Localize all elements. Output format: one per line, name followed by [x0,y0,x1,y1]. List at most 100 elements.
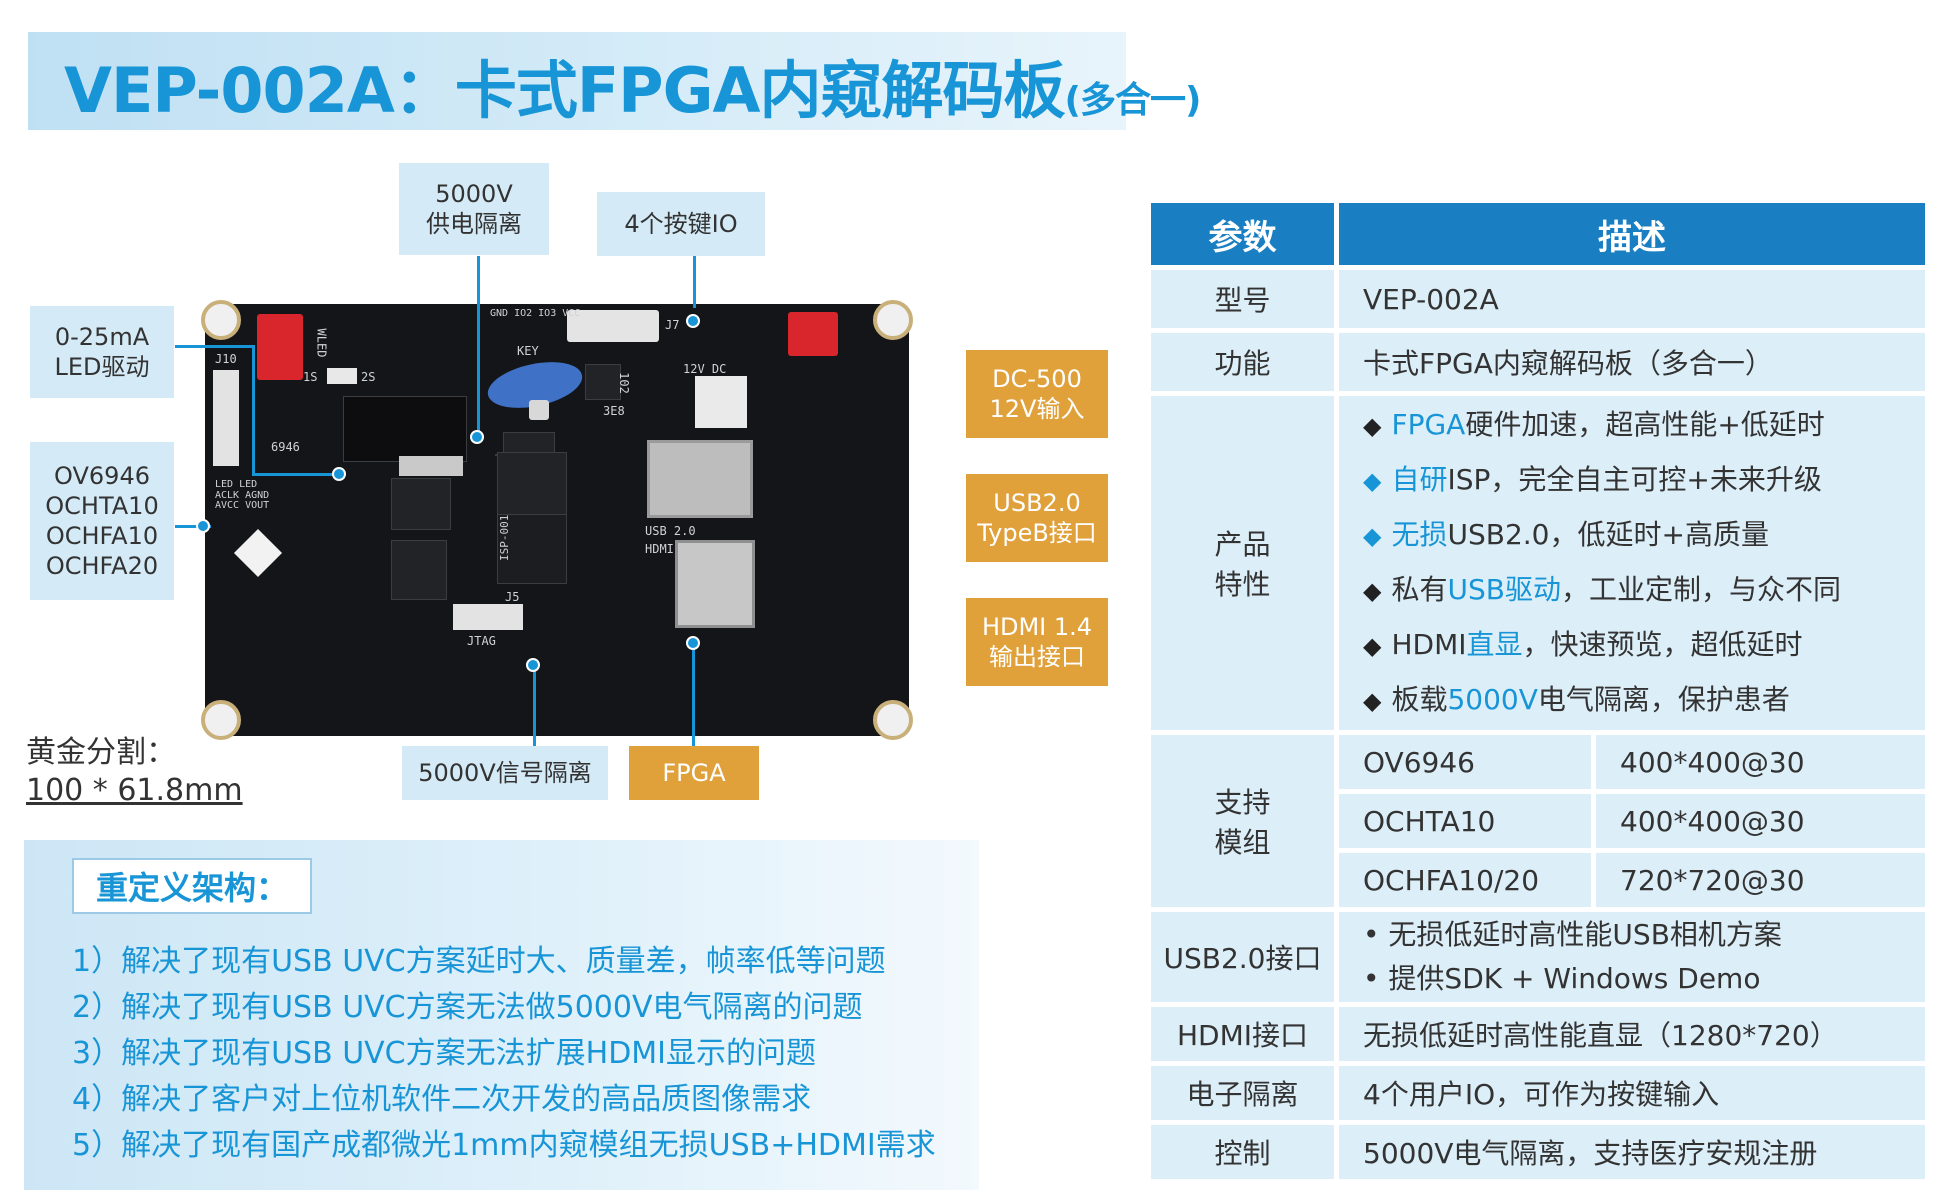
callout-dc-l1: DC-500 [992,365,1082,393]
leader-dot [470,430,484,444]
feature-highlight: FPGA [1391,408,1466,441]
feature-label: 产品 特性 [1151,396,1334,730]
callout-sensor-item: OCHFA10 [45,522,159,550]
diamond-icon: ◆ [1363,687,1382,715]
fpga-chip: ISP-001 [497,514,567,584]
table-row: 控制 5000V电气隔离，支持医疗安规注册 [1151,1125,1925,1179]
feature-text: ，快速预览，超低延时 [1522,628,1803,661]
callout-power-isolation-l1: 5000V [435,180,513,208]
module-name: OV6946 [1339,735,1591,789]
leader-line [477,256,480,438]
power-isolation-module [343,396,467,462]
diamond-icon: ◆ [1363,467,1382,495]
feature-text: USB2.0，低延时+高质量 [1447,518,1769,551]
module-name: OCHFA10/20 [1339,853,1591,907]
diamond-icon: ◆ [1363,522,1382,550]
silk-j5: J5 [505,590,520,604]
feature-item: ◆ 自研ISP，完全自主可控+未来升级 [1363,453,1925,508]
signal-isolator-ic [391,478,451,530]
feature-text: ISP，完全自主可控+未来升级 [1447,463,1822,496]
feature-label-line: 特性 [1214,568,1271,601]
callout-sensor-item: OCHTA10 [45,492,159,520]
golden-size: 100 * 61.8mm [26,772,243,808]
leader-dot [686,636,700,650]
diamond-icon: ◆ [1363,577,1382,605]
isp-ic [497,452,567,522]
func-label: 功能 [1151,333,1334,391]
silk-usb20: USB 2.0 [645,524,696,538]
callout-dc-input: DC-500 12V输入 [966,350,1108,438]
mount-hole [201,300,241,340]
table-row: USB2.0接口 • 无损低延时高性能USB相机方案 • 提供SDK + Win… [1151,912,1925,1002]
callout-hdmi-l2: 输出接口 [989,643,1085,671]
callout-sensors: OV6946 OCHTA10 OCHFA10 OCHFA20 [30,442,174,600]
mount-hole [873,700,913,740]
module-name: OCHTA10 [1339,794,1591,848]
callout-usb-l2: TypeB接口 [977,519,1097,547]
feature-text: 电气隔离，保护患者 [1537,683,1790,716]
feature-highlight: 5000V [1447,683,1538,716]
redefine-item: 4）解决了客户对上位机软件二次开发的高品质图像需求 [72,1082,812,1117]
callout-usb-port: USB2.0 TypeB接口 [966,474,1108,562]
callout-sensor-item: OCHFA20 [45,552,159,580]
title-main: VEP-002A：卡式FPGA内窥解码板 [64,54,1065,127]
callout-usb-l1: USB2.0 [993,489,1081,517]
diamond-icon: ◆ [1363,632,1382,660]
redefine-item: 3）解决了现有USB UVC方案无法扩展HDMI显示的问题 [72,1036,817,1071]
usb-item: • 无损低延时高性能USB相机方案 [1363,918,1782,951]
iso-label: 电子隔离 [1151,1066,1334,1120]
title-banner [28,32,1126,130]
silk-j7: J7 [665,318,680,332]
feature-item: ◆HDMI直显，快速预览，超低延时 [1363,618,1925,673]
leader-line [252,473,338,476]
feature-text: ，工业定制，与众不同 [1560,573,1841,606]
silk-isp: ISP-001 [498,514,511,561]
silk-key: KEY [517,344,539,358]
leader-dot [526,658,540,672]
feature-item: ◆无损USB2.0，低延时+高质量 [1363,508,1925,563]
silk-hdmi: HDMI [645,542,674,556]
table-header-row: 参数 描述 [1151,203,1925,265]
callout-power-isolation-l2: 供电隔离 [426,210,522,238]
silk-12v-dc: 12V DC [683,362,727,376]
feature-highlight: 自研 [1391,463,1448,496]
feature-label-line: 产品 [1214,528,1271,561]
silk-j10: J10 [215,352,237,366]
page-title: VEP-002A：卡式FPGA内窥解码板(多合一) [64,40,1202,130]
redefine-item: 2）解决了现有USB UVC方案无法做5000V电气隔离的问题 [72,990,863,1025]
table-row: 支持 模组 OV6946 400*400@30 [1151,735,1925,907]
title-sub: (多合一) [1064,80,1202,121]
spec-table: 参数 描述 型号 VEP-002A 功能 卡式FPGA内窥解码板（多合一） 产品… [1146,198,1930,1184]
module-res: 400*400@30 [1596,735,1925,789]
callout-power-isolation: 5000V 供电隔离 [399,163,549,255]
inductor [585,364,621,400]
isolator-tab [399,456,463,476]
feature-text: 硬件加速，超高性能+低延时 [1465,408,1825,441]
callout-hdmi-l1: HDMI 1.4 [981,613,1093,641]
callout-signal-isolation: 5000V信号隔离 [402,746,608,800]
header-desc: 描述 [1339,203,1925,265]
silk-1s: 1S [303,370,318,384]
table-row: OCHFA10/20 720*720@30 [1151,853,1925,907]
hdmi-label: HDMI接口 [1151,1007,1334,1061]
hdmi-value: 无损低延时高性能直显（1280*720） [1339,1007,1925,1061]
leader-line [175,525,211,528]
silk-2s: 2S [361,370,376,384]
leader-line [693,256,696,308]
silk-jtag: JTAG [467,634,496,648]
callout-fpga: FPGA [629,746,759,800]
header-param: 参数 [1151,203,1334,265]
callout-sensor-item: OV6946 [54,462,150,490]
func-value: 卡式FPGA内窥解码板（多合一） [1339,333,1925,391]
feature-text: 板载 [1391,683,1448,716]
feature-item: ◆FPGA硬件加速，超高性能+低延时 [1363,398,1925,453]
ctrl-value: 5000V电气隔离，支持医疗安规注册 [1339,1125,1925,1179]
leader-line [533,664,536,746]
module-res: 720*720@30 [1596,853,1925,907]
callout-led-driver: 0-25mA LED驱动 [30,306,174,398]
table-row: 产品 特性 ◆FPGA硬件加速，超高性能+低延时 ◆自研ISP，完全自主可控+未… [1151,396,1925,730]
redefine-item: 5）解决了现有国产成都微光1mm内窥模组无损USB+HDMI需求 [72,1128,936,1163]
table-row: 功能 卡式FPGA内窥解码板（多合一） [1151,333,1925,391]
hdmi-port [675,540,755,628]
j10-connector [213,370,239,466]
